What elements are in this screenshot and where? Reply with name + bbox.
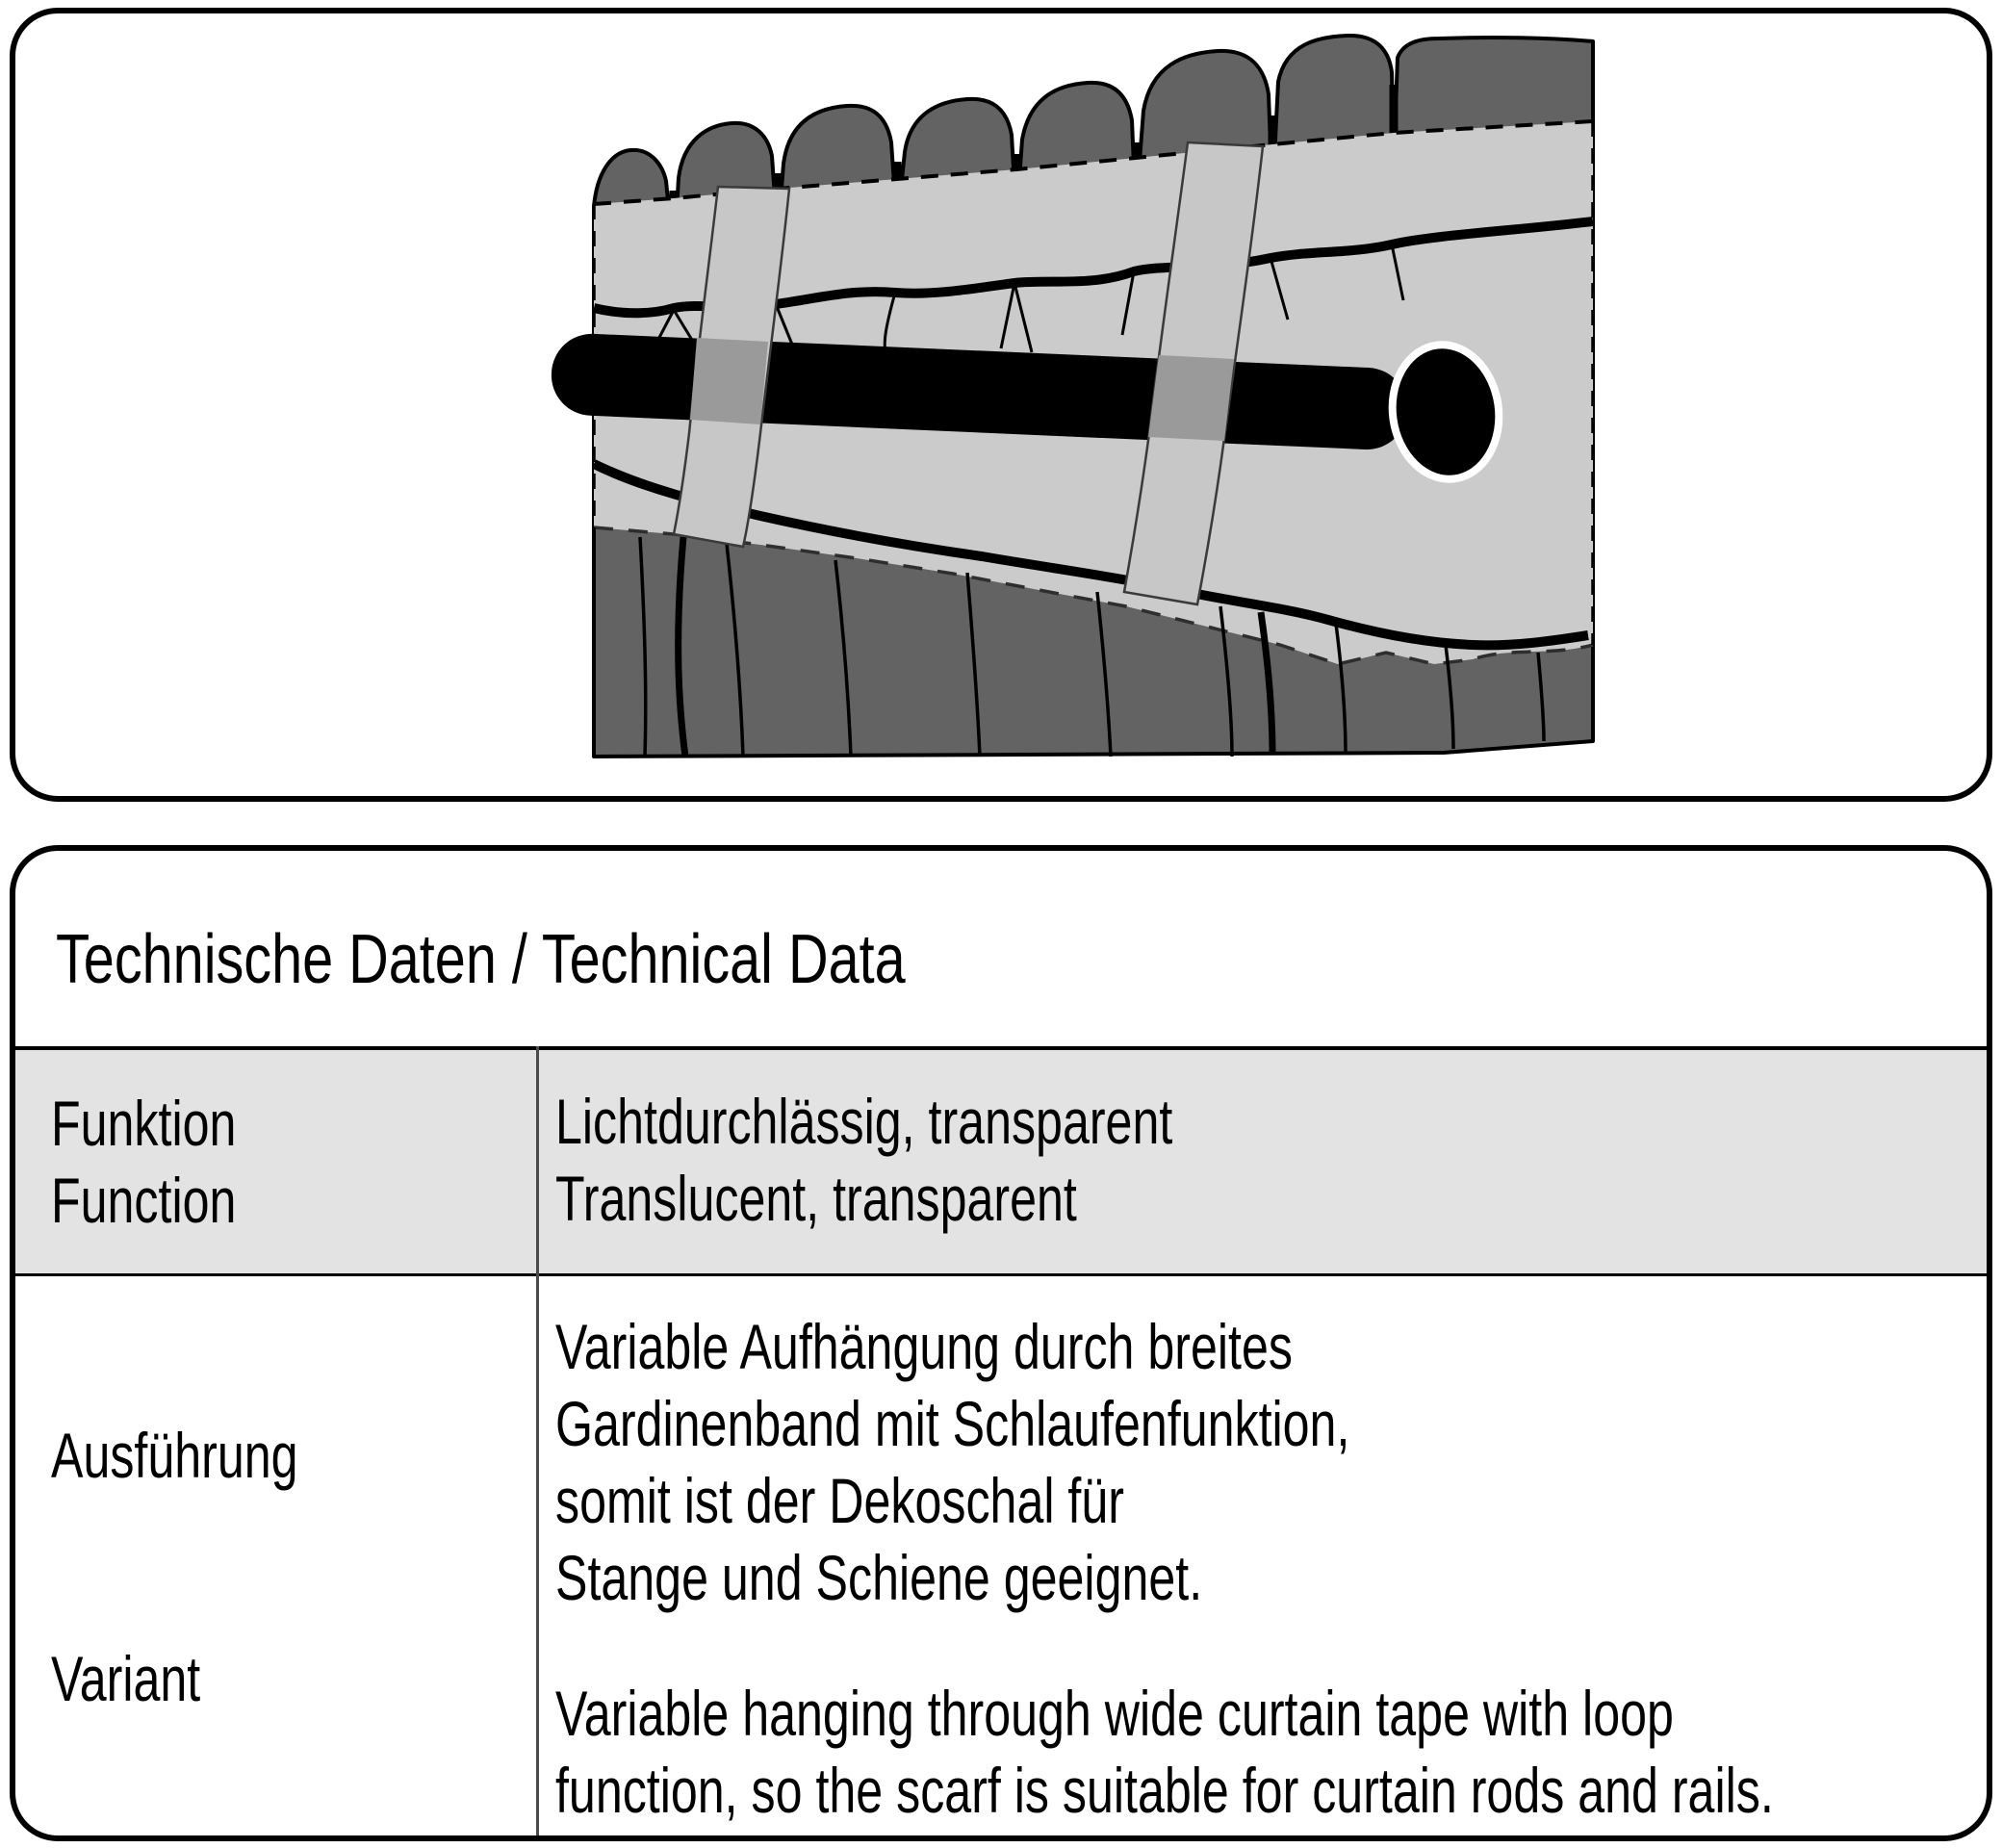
- tape-hem-dashed-edge: [593, 526, 1594, 666]
- row2-value-english: Variable hanging through wide curtain ta…: [555, 1675, 1774, 1829]
- row2-label-de: Ausführung: [51, 1420, 298, 1491]
- tape-top-dashed-edge: [593, 119, 1594, 206]
- row1-value-en: Translucent, transparent: [555, 1163, 1077, 1234]
- row2-value-en-line1: Variable hanging through wide curtain ta…: [555, 1678, 1674, 1749]
- curtain-rod-illustration: [551, 33, 1595, 758]
- row2-value-en-line2: function, so the scarf is suitable for c…: [555, 1755, 1774, 1826]
- illustration-panel: [10, 8, 1992, 802]
- row2-value-de-line2: Gardinenband mit Schlaufenfunktion,: [555, 1388, 1350, 1459]
- row2-value-de-line3: somit ist der Dekoschal für: [555, 1465, 1124, 1536]
- row1-label: Funktion Function: [51, 1085, 236, 1239]
- table-title: Technische Daten / Technical Data: [56, 921, 906, 998]
- loop-straps-over-rod: [690, 338, 1234, 441]
- rod-end-cap: [1388, 341, 1503, 483]
- function-row-background: [15, 1046, 1987, 1276]
- row1-label-en: Function: [51, 1165, 237, 1236]
- row1-value: Lichtdurchlässig, transparent Translucen…: [555, 1083, 1172, 1237]
- curtain-fold-lines: [638, 536, 1546, 757]
- row1-label-de: Funktion: [51, 1088, 237, 1159]
- row2-value-de-line4: Stange und Schiene geeignet.: [555, 1542, 1203, 1613]
- row2-value-german: Variable Aufhängung durch breites Gardin…: [555, 1308, 1349, 1616]
- row2-label-en: Variant: [51, 1643, 201, 1714]
- row1-value-de: Lichtdurchlässig, transparent: [555, 1086, 1173, 1157]
- column-divider: [536, 1046, 539, 1835]
- technical-data-panel: Technische Daten / Technical Data Funkti…: [10, 845, 1992, 1841]
- row2-value-de-line1: Variable Aufhängung durch breites: [555, 1311, 1293, 1382]
